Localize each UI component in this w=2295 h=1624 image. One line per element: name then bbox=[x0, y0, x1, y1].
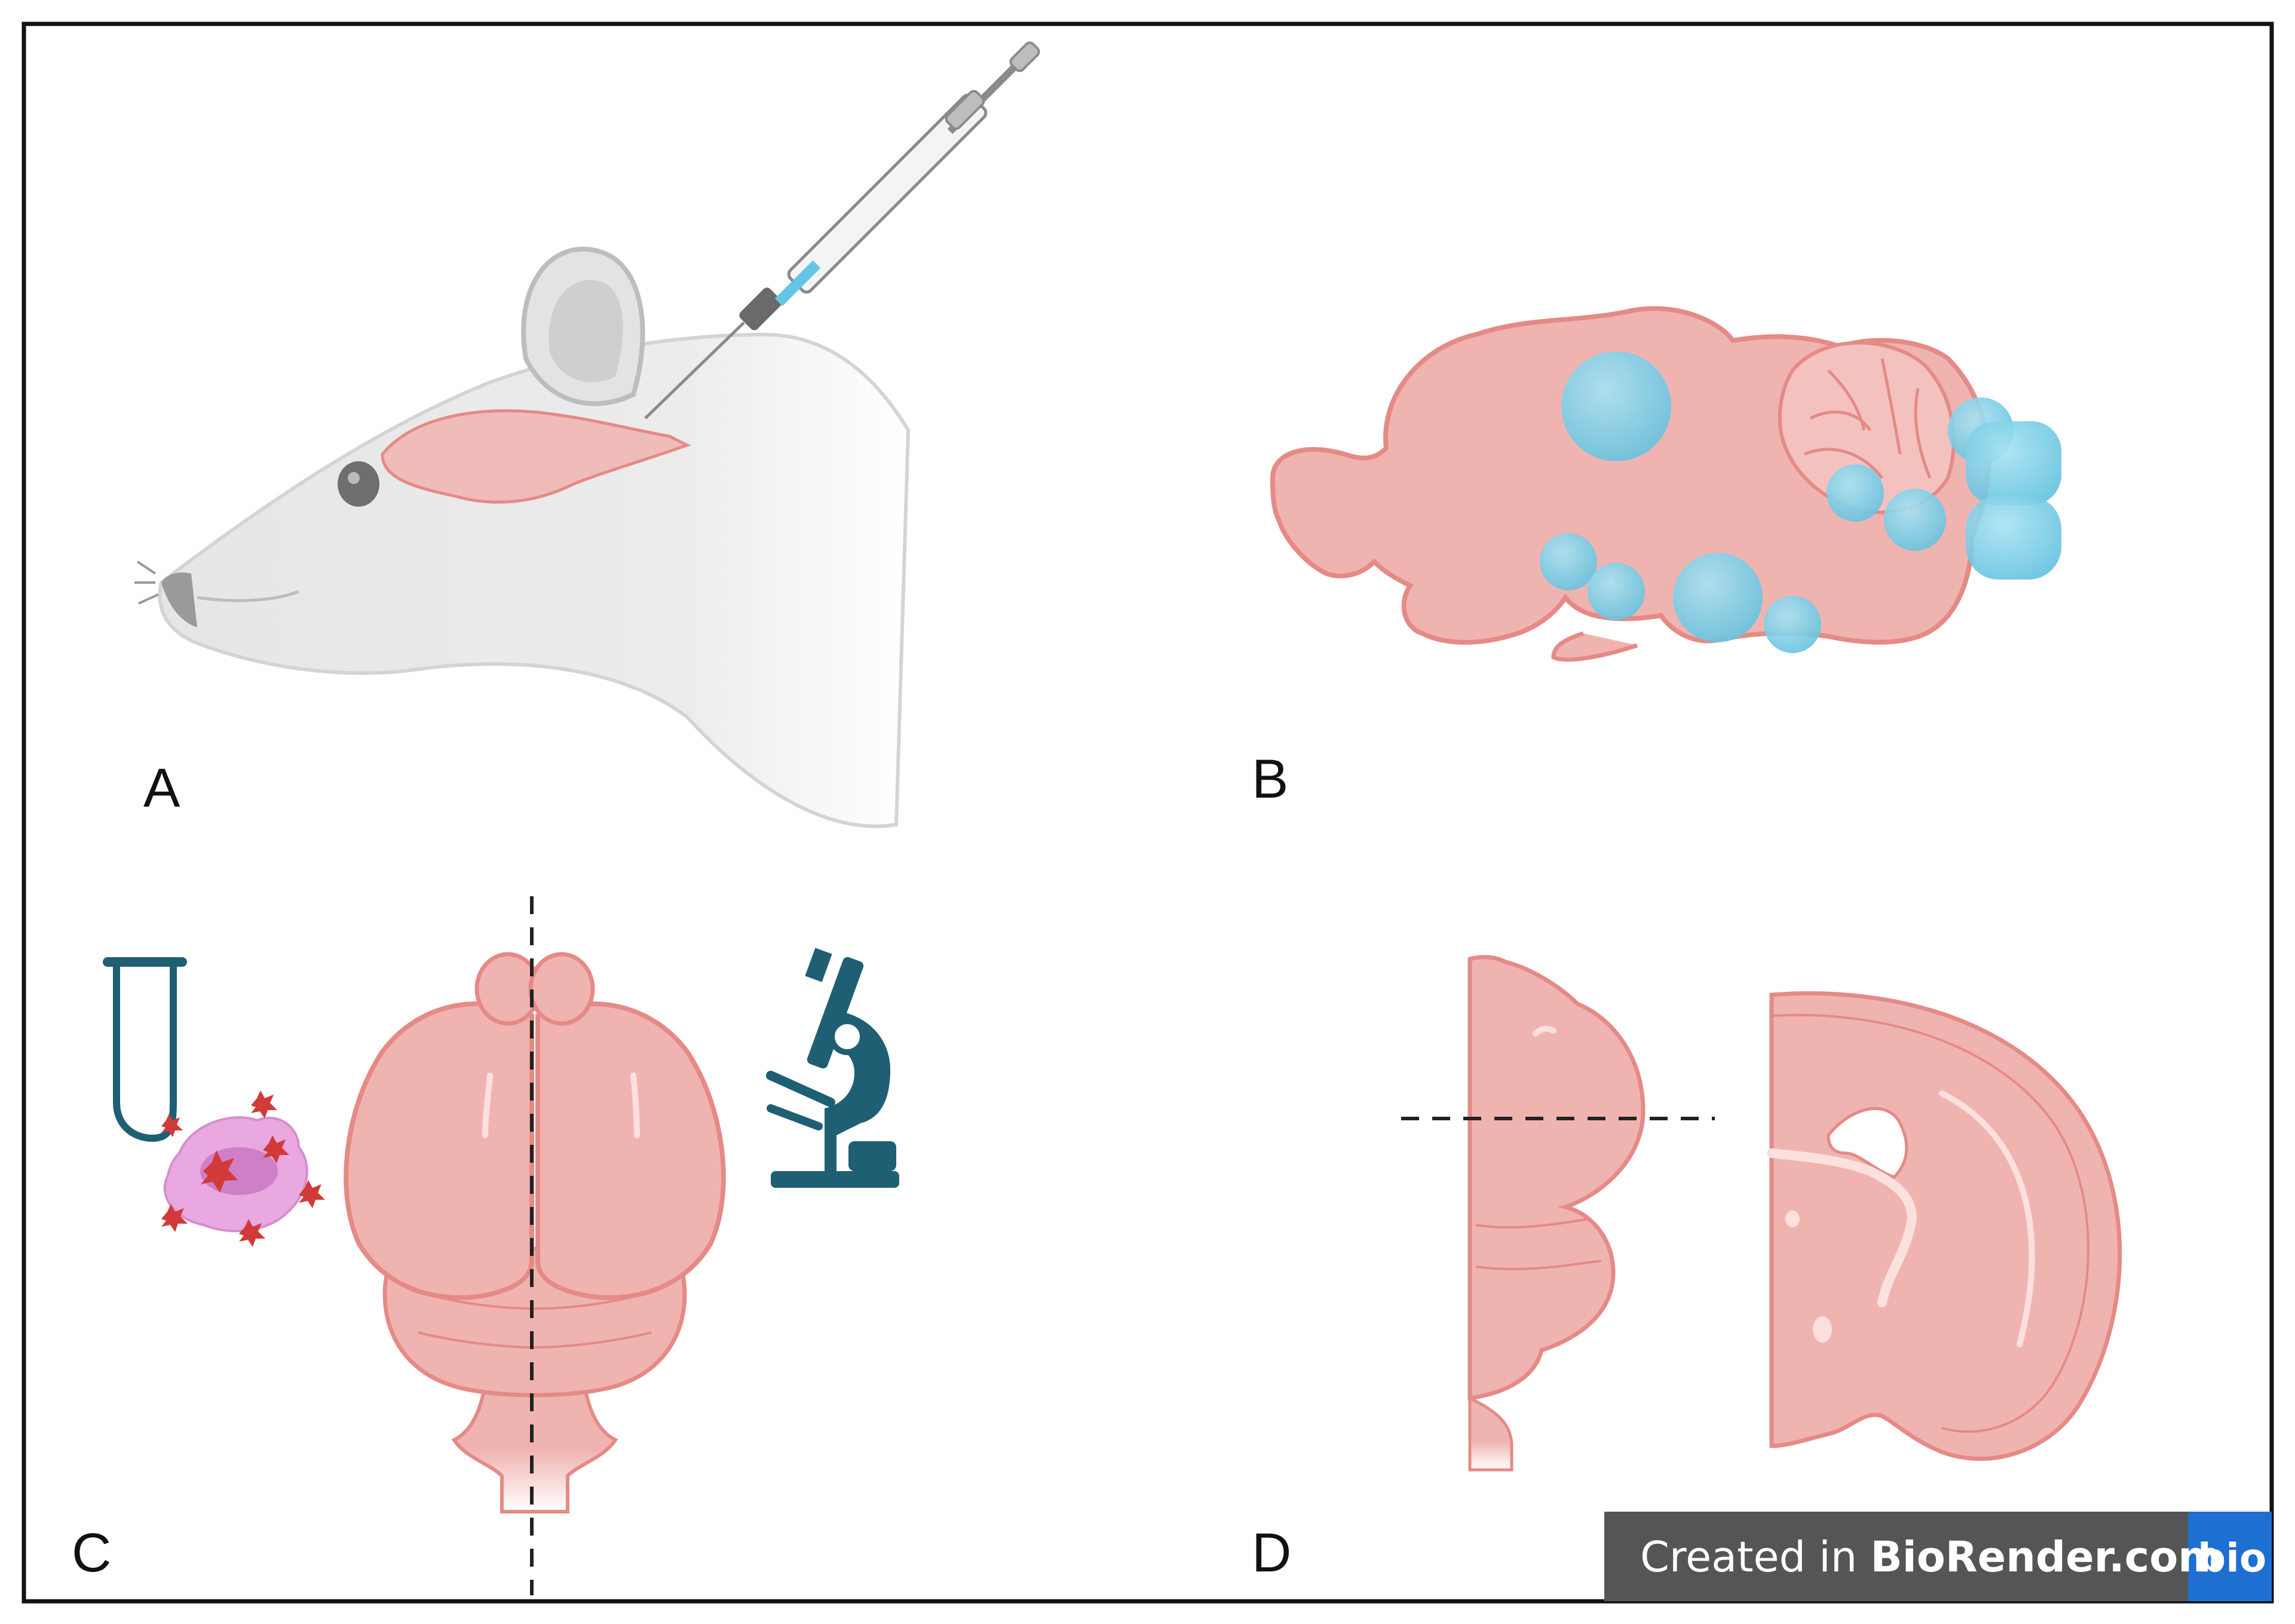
panel-d-label: D bbox=[1252, 1522, 1291, 1583]
badge-brand: BioRender.com bbox=[1870, 1533, 2222, 1582]
panel-a: A bbox=[134, 41, 1040, 828]
panel-a-label: A bbox=[143, 758, 180, 819]
microscope-icon bbox=[766, 948, 899, 1188]
cell-cluster-icon bbox=[161, 1090, 325, 1247]
mouse-head-icon bbox=[134, 246, 911, 828]
badge-prefix: Created in bbox=[1640, 1533, 1870, 1582]
badge-label: Created in BioRender.com bbox=[1640, 1533, 2222, 1582]
sagittal-brain-icon bbox=[1270, 306, 2061, 662]
figure-border bbox=[22, 22, 2274, 1604]
badge-logo-background bbox=[2188, 1512, 2272, 1601]
coronal-section-icon bbox=[1767, 991, 2122, 1461]
dorsal-brain-icon bbox=[344, 896, 726, 1595]
panel-b-label: B bbox=[1252, 749, 1288, 810]
syringe-icon bbox=[644, 41, 1040, 419]
panel-d: D bbox=[1252, 955, 2122, 1583]
test-tube-icon bbox=[103, 957, 187, 1142]
panel-c: C bbox=[72, 896, 899, 1595]
badge-background bbox=[1604, 1512, 2272, 1601]
badge-logo: bio bbox=[2198, 1535, 2266, 1581]
panel-b: B bbox=[1252, 306, 2061, 810]
panel-c-label: C bbox=[72, 1522, 111, 1583]
biorender-badge: Created in BioRender.com bio bbox=[1604, 1512, 2272, 1601]
half-brain-icon bbox=[1401, 955, 1715, 1472]
